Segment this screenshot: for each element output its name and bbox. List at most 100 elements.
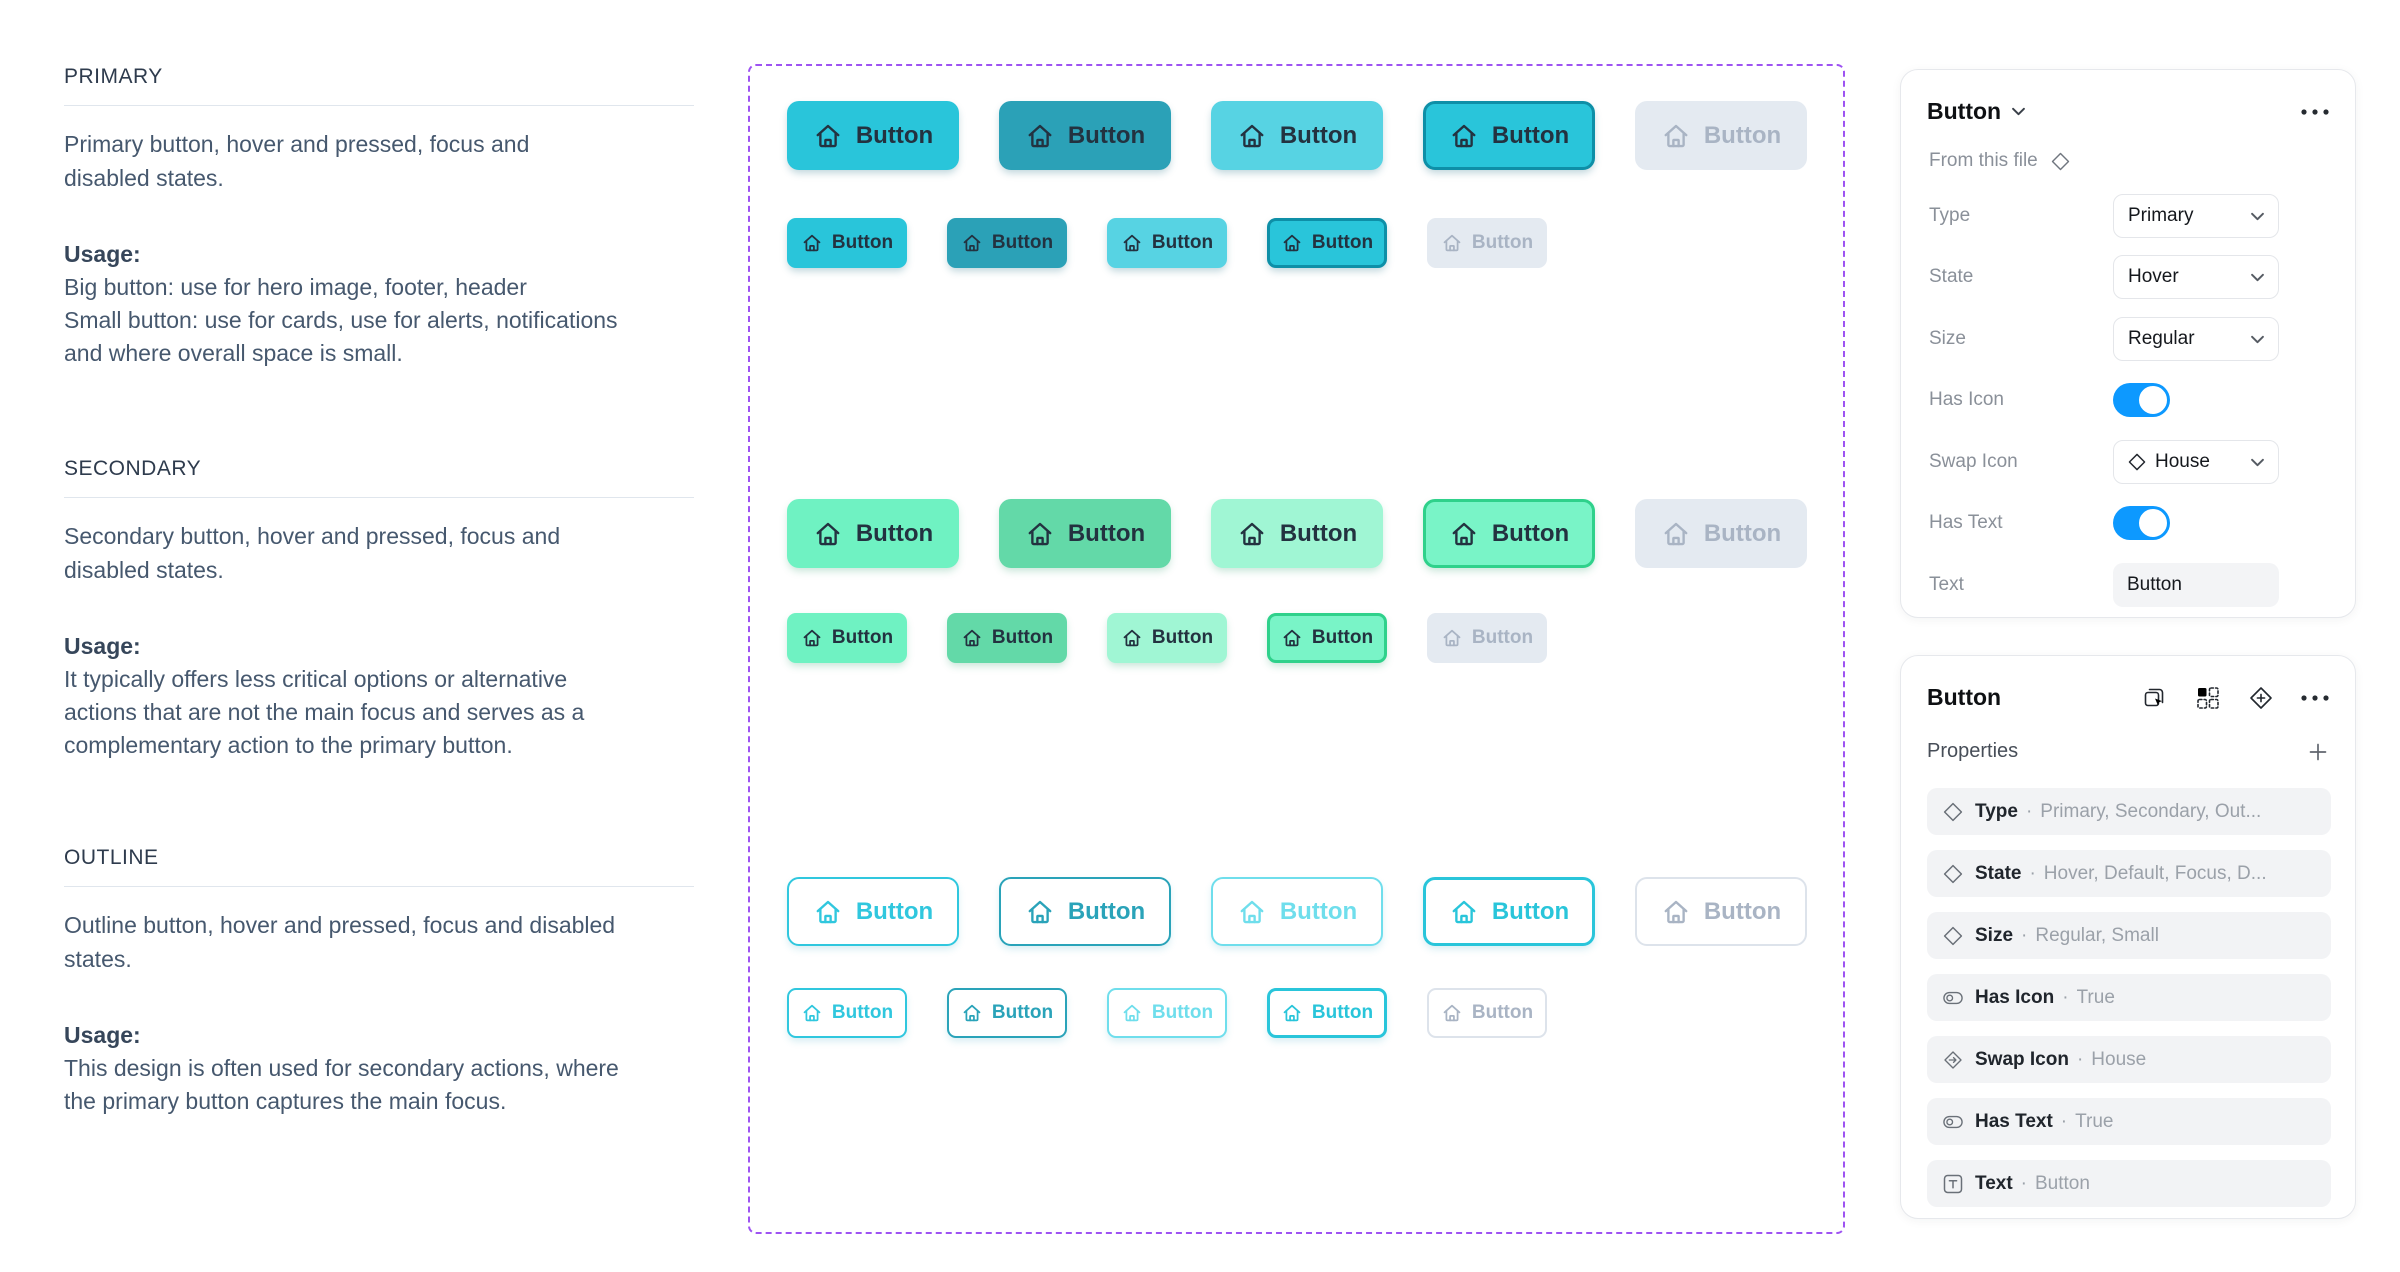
section-secondary: SECONDARY Secondary button, hover and pr… <box>64 456 694 762</box>
select-value: Primary <box>2128 205 2194 226</box>
outline-hover-small-button[interactable]: Button <box>947 988 1067 1038</box>
field-row-has-text: Has Text <box>1927 501 2329 545</box>
outline-default-small-button[interactable]: Button <box>787 988 907 1038</box>
property-pill-size[interactable]: Size · Regular, Small <box>1927 912 2331 959</box>
property-label: Has Text <box>1975 1110 2053 1132</box>
house-icon <box>961 1002 983 1024</box>
field-row-swap-icon: Swap Icon House <box>1927 440 2329 484</box>
button-label: Button <box>1067 519 1146 547</box>
more-options-icon[interactable] <box>2301 695 2329 701</box>
button-label: Button <box>1471 1002 1534 1023</box>
secondary-focus-small-button[interactable]: Button <box>1267 613 1387 663</box>
button-label: Button <box>1067 121 1146 149</box>
secondary-pressed-regular-button[interactable]: Button <box>1211 499 1383 568</box>
usage-text: Big button: use for hero image, footer, … <box>64 274 618 366</box>
outline-pressed-regular-button[interactable]: Button <box>1211 877 1383 946</box>
type-select[interactable]: Primary <box>2113 194 2279 238</box>
primary-focus-regular-button[interactable]: Button <box>1423 101 1595 170</box>
size-select[interactable]: Regular <box>2113 317 2279 361</box>
outline-disabled-regular-button[interactable]: Button <box>1635 877 1807 946</box>
boolean-toggle-icon <box>1943 988 1963 1008</box>
has-text-toggle[interactable] <box>2113 506 2170 540</box>
house-icon <box>1449 897 1479 927</box>
outline-disabled-small-button[interactable]: Button <box>1427 988 1547 1038</box>
create-component-icon[interactable] <box>2248 685 2274 711</box>
house-icon <box>1025 897 1055 927</box>
outline-pressed-small-button[interactable]: Button <box>1107 988 1227 1038</box>
secondary-default-small-button[interactable]: Button <box>787 613 907 663</box>
swap-icon-select[interactable]: House <box>2113 440 2279 484</box>
primary-default-regular-button[interactable]: Button <box>787 101 959 170</box>
secondary-regular-row: Button Button Button Button Button <box>787 499 1807 568</box>
button-label: Button <box>991 627 1054 648</box>
instance-swap-icon <box>1943 1050 1963 1070</box>
has-icon-toggle[interactable] <box>2113 383 2170 417</box>
state-select[interactable]: Hover <box>2113 255 2279 299</box>
field-label: Swap Icon <box>1929 451 2018 472</box>
property-value: House <box>2091 1048 2147 1070</box>
property-pill-type[interactable]: Type · Primary, Secondary, Out... <box>1927 788 2331 835</box>
primary-hover-regular-button[interactable]: Button <box>999 101 1171 170</box>
field-label: Has Icon <box>1929 389 2004 410</box>
usage-label: Usage: <box>64 1022 141 1048</box>
variant-diamond-icon <box>1943 926 1963 946</box>
outline-default-regular-button[interactable]: Button <box>787 877 959 946</box>
instance-inspect-panel: Button From this file Type Primary State… <box>1900 69 2356 618</box>
property-value: True <box>2075 1110 2114 1132</box>
secondary-disabled-regular-button[interactable]: Button <box>1635 499 1807 568</box>
button-label: Button <box>1151 232 1214 253</box>
divider <box>64 886 694 887</box>
house-icon <box>1281 232 1303 254</box>
usage-label: Usage: <box>64 633 141 659</box>
secondary-hover-small-button[interactable]: Button <box>947 613 1067 663</box>
secondary-hover-regular-button[interactable]: Button <box>999 499 1171 568</box>
outline-focus-small-button[interactable]: Button <box>1267 988 1387 1038</box>
select-layers-icon[interactable] <box>2142 685 2168 711</box>
chevron-down-icon <box>2251 212 2264 221</box>
property-pill-text[interactable]: Text · Button <box>1927 1160 2331 1207</box>
primary-pressed-small-button[interactable]: Button <box>1107 218 1227 268</box>
outline-focus-regular-button[interactable]: Button <box>1423 877 1595 946</box>
input-value: Button <box>2127 574 2182 595</box>
button-label: Button <box>1491 897 1570 925</box>
field-label: Text <box>1929 574 1964 595</box>
button-label: Button <box>831 627 894 648</box>
property-pill-has-icon[interactable]: Has Icon · True <box>1927 974 2331 1021</box>
field-row-state: State Hover <box>1927 255 2329 299</box>
button-label: Button <box>1279 121 1358 149</box>
property-label: Type <box>1975 800 2018 822</box>
secondary-disabled-small-button[interactable]: Button <box>1427 613 1547 663</box>
chevron-down-icon[interactable] <box>2012 107 2025 116</box>
outline-hover-regular-button[interactable]: Button <box>999 877 1171 946</box>
property-pill-has-text[interactable]: Has Text · True <box>1927 1098 2331 1145</box>
add-property-icon[interactable] <box>2307 741 2329 763</box>
secondary-focus-regular-button[interactable]: Button <box>1423 499 1595 568</box>
house-icon <box>1121 232 1143 254</box>
separator: · <box>2060 1110 2068 1132</box>
secondary-default-regular-button[interactable]: Button <box>787 499 959 568</box>
house-icon <box>1025 121 1055 151</box>
component-props-grid-icon[interactable] <box>2195 685 2221 711</box>
house-icon <box>961 627 983 649</box>
primary-focus-small-button[interactable]: Button <box>1267 218 1387 268</box>
text-input[interactable]: Button <box>2113 563 2279 607</box>
button-label: Button <box>1491 519 1570 547</box>
component-diamond-icon[interactable] <box>2051 152 2070 171</box>
house-icon <box>1441 232 1463 254</box>
primary-pressed-regular-button[interactable]: Button <box>1211 101 1383 170</box>
property-pill-swap-icon[interactable]: Swap Icon · House <box>1927 1036 2331 1083</box>
primary-hover-small-button[interactable]: Button <box>947 218 1067 268</box>
divider <box>64 105 694 106</box>
field-row-size: Size Regular <box>1927 317 2329 361</box>
primary-default-small-button[interactable]: Button <box>787 218 907 268</box>
primary-disabled-small-button[interactable]: Button <box>1427 218 1547 268</box>
button-label: Button <box>1151 627 1214 648</box>
property-label: Text <box>1975 1172 2013 1194</box>
section-heading: OUTLINE <box>64 846 159 869</box>
secondary-pressed-small-button[interactable]: Button <box>1107 613 1227 663</box>
more-options-icon[interactable] <box>2301 109 2329 115</box>
field-label: Has Text <box>1929 512 2003 533</box>
primary-disabled-regular-button[interactable]: Button <box>1635 101 1807 170</box>
property-pill-state[interactable]: State · Hover, Default, Focus, D... <box>1927 850 2331 897</box>
button-label: Button <box>1067 897 1146 925</box>
